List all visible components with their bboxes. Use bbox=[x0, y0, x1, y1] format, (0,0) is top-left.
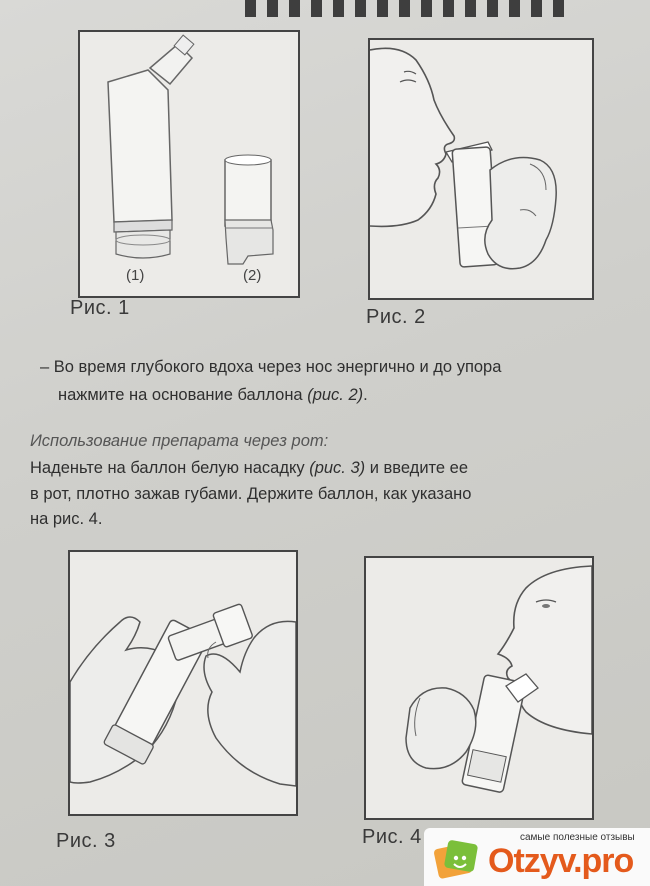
figure-1-label-2: (2) bbox=[243, 267, 262, 284]
figure-4-panel bbox=[364, 556, 594, 820]
figure-1-caption: Рис. 1 bbox=[70, 297, 130, 319]
nasal-instruction-line-2: нажмите на основание баллона (рис. 2). bbox=[58, 386, 368, 405]
watermark-brand: Otzyv.pro bbox=[488, 842, 634, 880]
oral-use-heading: Использование препарата через рот: bbox=[30, 432, 329, 450]
watermark-tagline: самые полезные отзывы bbox=[520, 832, 635, 843]
oral-instruction-line-1: Наденьте на баллон белую насадку (рис. 3… bbox=[30, 459, 468, 478]
attaching-nozzle-illustration bbox=[70, 603, 296, 787]
figure-3-caption: Рис. 3 bbox=[56, 830, 116, 852]
nasal-instruction-text: нажмите на основание баллона bbox=[58, 386, 308, 404]
figure-3-reference: (рис. 3) bbox=[309, 459, 366, 477]
figure-1-panel: (1) (2) bbox=[78, 30, 300, 298]
figure-2-reference: (рис. 2) bbox=[307, 386, 364, 404]
nasal-instruction-end: . bbox=[363, 386, 368, 404]
smiley-cube-icon bbox=[433, 840, 478, 879]
nasal-use-illustration bbox=[370, 47, 557, 270]
nasal-instruction-line-1: – Во время глубокого вдоха через нос эне… bbox=[40, 358, 502, 376]
figure-2-caption: Рис. 2 bbox=[366, 306, 426, 328]
figure-1-label-1: (1) bbox=[126, 267, 145, 284]
figure-2-panel bbox=[368, 38, 594, 300]
oral-instruction-cont: и введите ее bbox=[365, 459, 469, 477]
oral-instruction-line-2: в рот, плотно зажав губами. Держите балл… bbox=[30, 485, 472, 503]
inhaler-parts-illustration bbox=[107, 34, 274, 265]
oral-use-illustration bbox=[405, 565, 592, 793]
oral-instruction-line-3: на рис. 4. bbox=[30, 510, 103, 528]
oral-instruction-text: Наденьте на баллон белую насадку bbox=[30, 459, 310, 477]
figure-3-panel bbox=[68, 550, 298, 816]
otzyv-watermark: самые полезные отзывы Otzyv.pro bbox=[424, 828, 650, 886]
figure-4-caption: Рис. 4 bbox=[362, 826, 422, 848]
print-register-marks bbox=[245, 0, 585, 18]
